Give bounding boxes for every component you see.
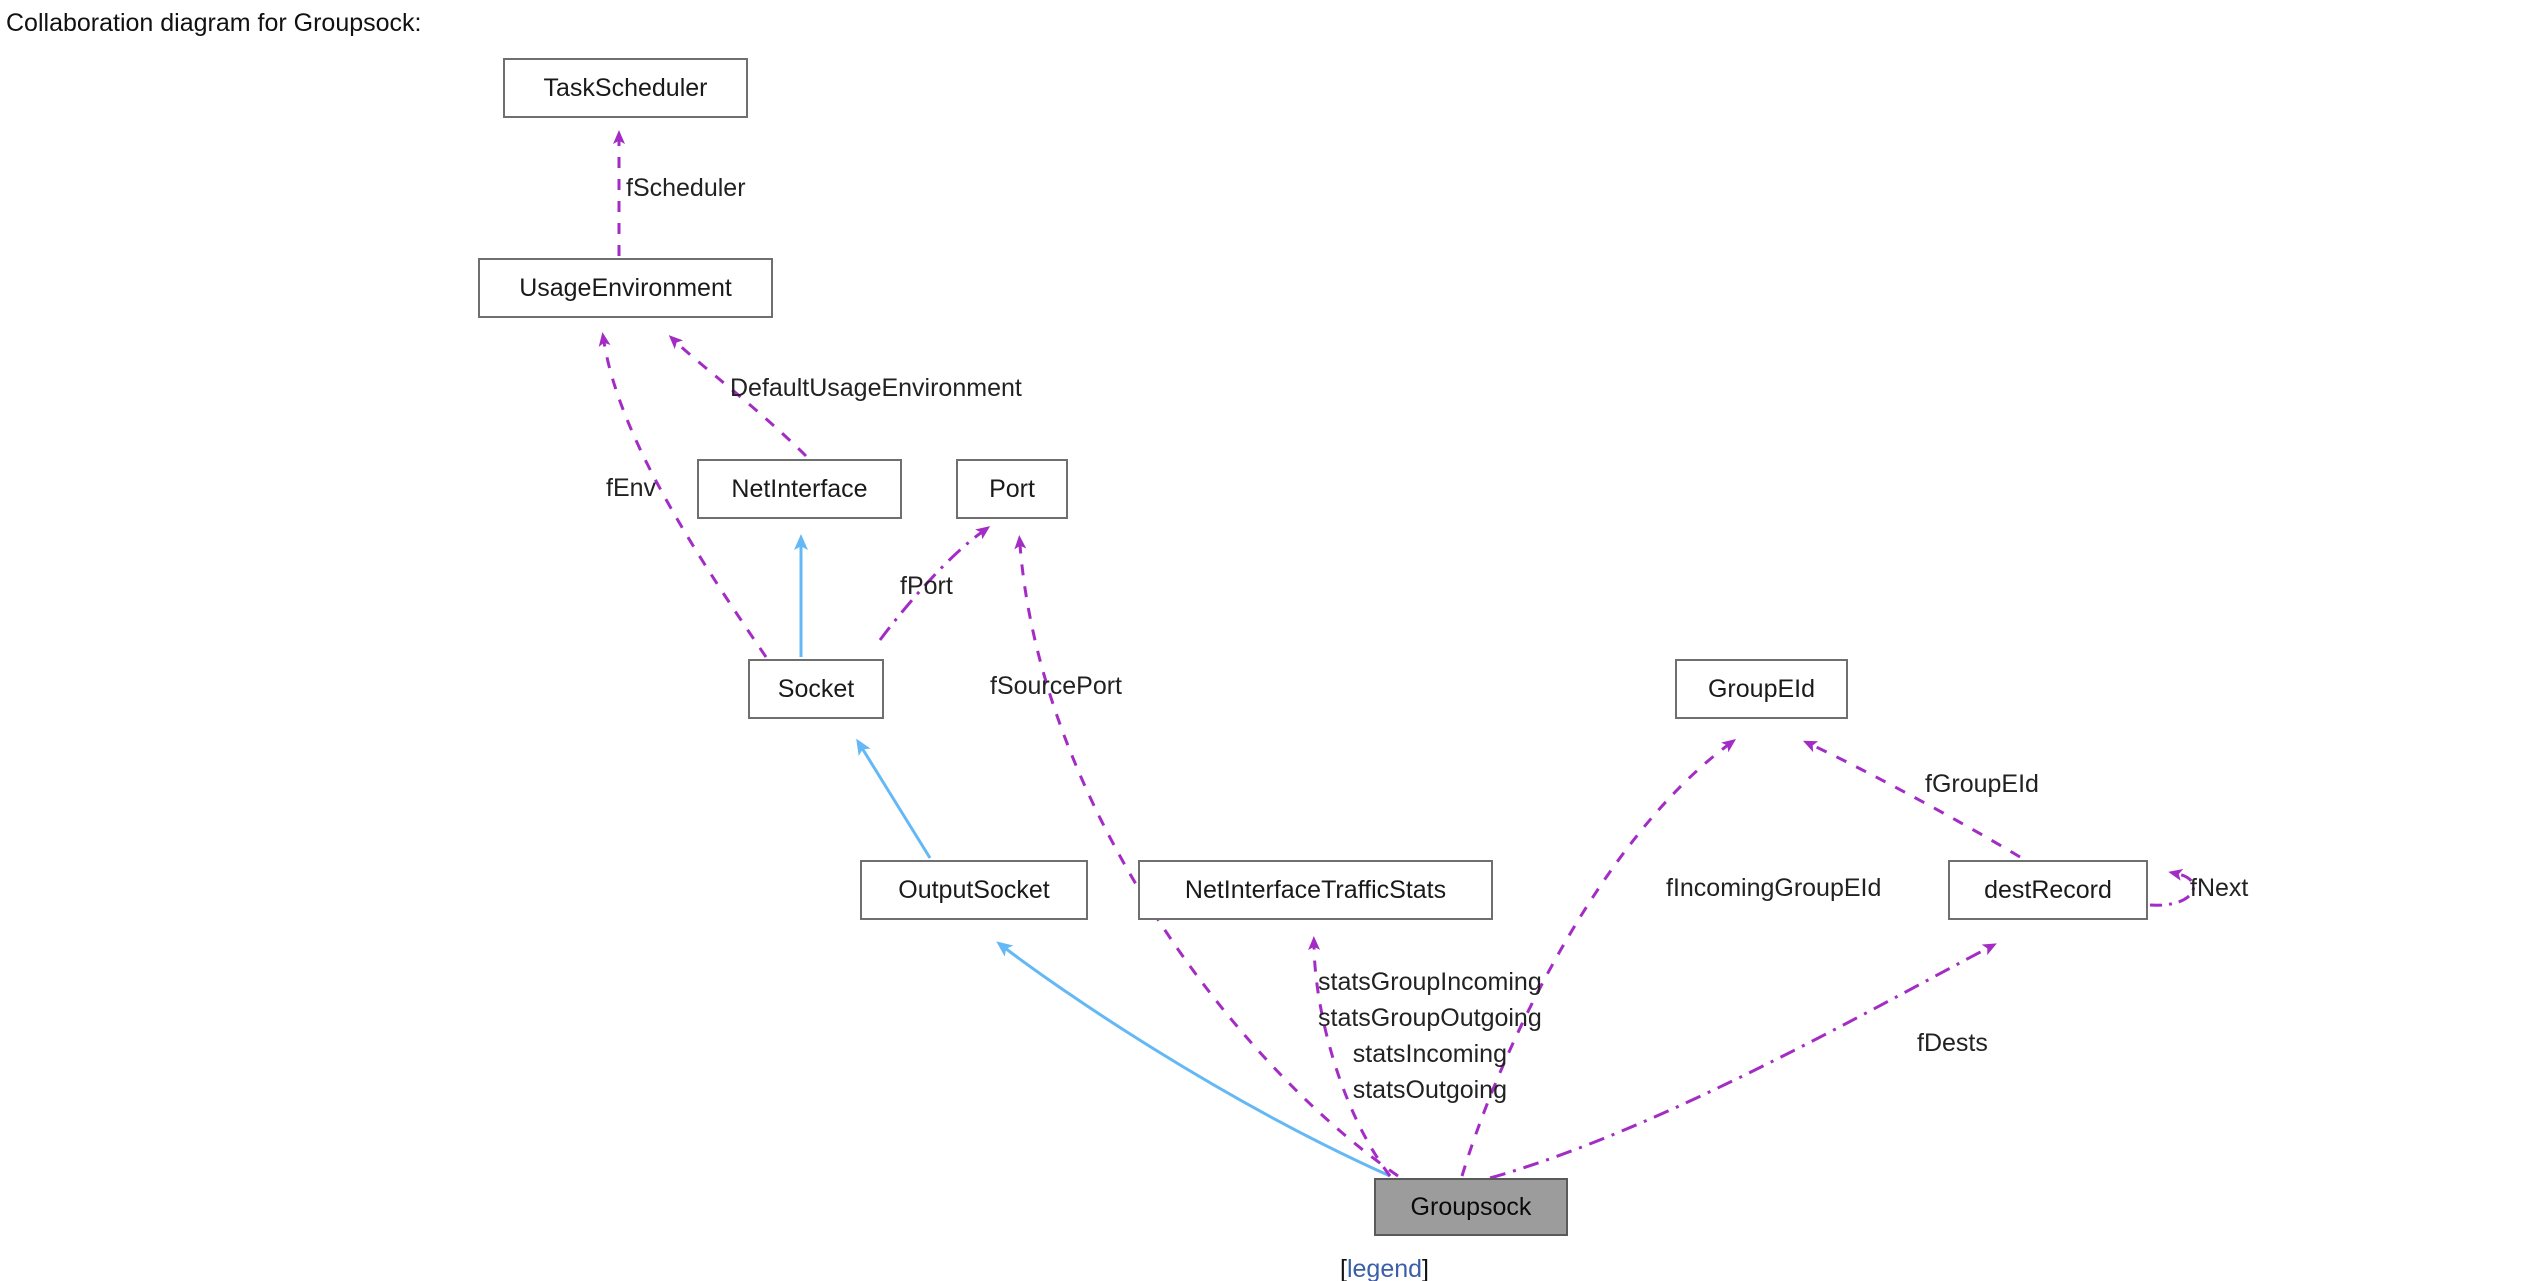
- edge-label-fscheduler: fScheduler: [626, 174, 746, 202]
- node-label: Socket: [777, 674, 855, 703]
- node-netinterfacetrafficstats[interactable]: NetInterfaceTrafficStats: [1138, 860, 1493, 920]
- node-groupeid[interactable]: GroupEId: [1675, 659, 1848, 719]
- node-destrecord[interactable]: destRecord: [1948, 860, 2148, 920]
- legend-link[interactable]: legend: [1346, 1255, 1423, 1281]
- edge-label-fport: fPort: [900, 572, 953, 600]
- node-usageenvironment[interactable]: UsageEnvironment: [478, 258, 773, 318]
- node-groupsock[interactable]: Groupsock: [1374, 1178, 1568, 1236]
- stats-line-statsgroupoutgoing: statsGroupOutgoing: [1318, 1004, 1542, 1032]
- legend-open-bracket: [: [1340, 1255, 1347, 1281]
- node-port[interactable]: Port: [956, 459, 1068, 519]
- edge-outputsocket-socket: [856, 738, 932, 859]
- node-outputsocket[interactable]: OutputSocket: [860, 860, 1088, 920]
- node-label: UsageEnvironment: [519, 273, 732, 302]
- edge-destrecord-self-fnext: [2149, 868, 2196, 907]
- node-label: Groupsock: [1410, 1192, 1532, 1221]
- node-label: OutputSocket: [898, 875, 1050, 904]
- node-label: NetInterface: [731, 474, 868, 503]
- stats-line-statsgroupincoming: statsGroupIncoming: [1318, 968, 1542, 996]
- edge-label-defaultusageenvironment: DefaultUsageEnvironment: [730, 374, 1022, 402]
- edge-label-fnext: fNext: [2190, 874, 2249, 902]
- node-label: destRecord: [1984, 875, 2112, 904]
- node-label: Port: [989, 474, 1035, 503]
- edge-groupsock-destrecord: [1489, 943, 1997, 1180]
- stats-line-statsincoming: statsIncoming: [1352, 1040, 1507, 1068]
- edge-label-stats-group: statsGroupIncoming statsGroupOutgoing st…: [1318, 964, 1542, 1108]
- stats-line-statsoutgoing: statsOutgoing: [1352, 1076, 1507, 1104]
- legend-close-bracket: ]: [1422, 1255, 1429, 1281]
- edge-label-fsourceport: fSourcePort: [990, 672, 1123, 700]
- page-title: Collaboration diagram for Groupsock:: [6, 9, 422, 37]
- edge-label-fincominggroupeid: fIncomingGroupEId: [1666, 874, 1882, 902]
- node-taskscheduler[interactable]: TaskScheduler: [503, 58, 748, 118]
- edge-label-fgroupeid: fGroupEId: [1925, 770, 2039, 798]
- node-netinterface[interactable]: NetInterface: [697, 459, 902, 519]
- node-socket[interactable]: Socket: [748, 659, 884, 719]
- node-label: GroupEId: [1707, 674, 1815, 703]
- node-label: TaskScheduler: [543, 73, 708, 102]
- edge-label-fdests: fDests: [1917, 1029, 1988, 1057]
- edge-label-fenv: fEnv: [606, 474, 657, 502]
- edge-groupsock-groupeid: [1460, 739, 1737, 1177]
- node-label: NetInterfaceTrafficStats: [1184, 875, 1447, 904]
- legend-link-container: [legend]: [1340, 1255, 1429, 1281]
